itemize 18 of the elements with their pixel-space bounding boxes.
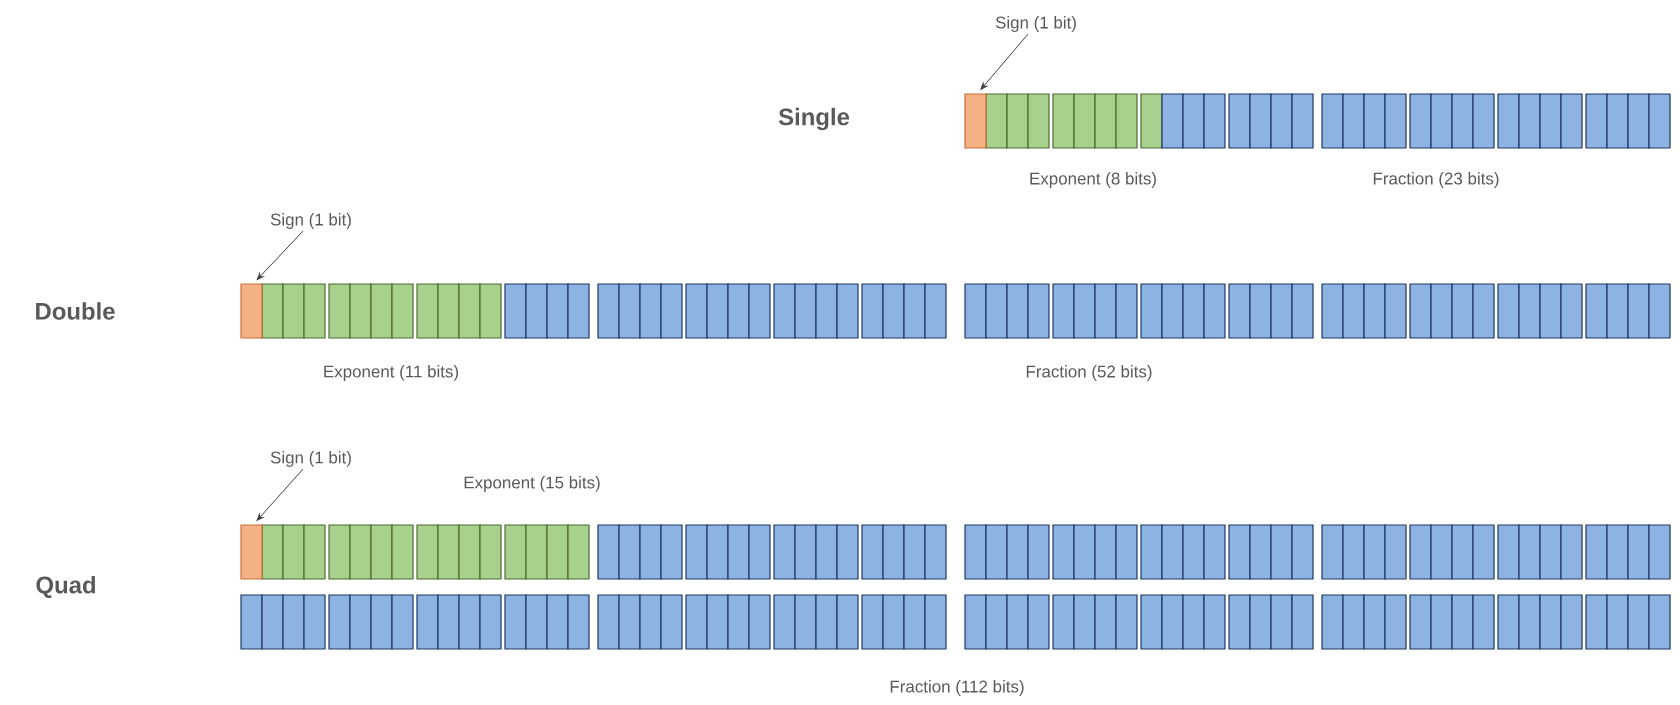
row-title: Quad (36, 576, 95, 598)
sign-label: Sign (1 bit) (270, 451, 351, 467)
row-title: Single (778, 107, 850, 131)
row-title: Double (36, 302, 115, 320)
sign-bit-cell (964, 93, 987, 149)
arrow (256, 230, 304, 280)
arrow (256, 468, 304, 521)
field-label: Exponent (11 bits) (324, 365, 459, 381)
field-label: Fraction (52 bits) (1026, 365, 1152, 381)
field-label: Fraction (23 bits) (1373, 172, 1499, 188)
sign-bit-cell (240, 283, 263, 339)
field-label: Exponent (8 bits) (1030, 172, 1156, 188)
field-label: Exponent (15 bits) (464, 476, 600, 492)
field-label: Fraction (112 bits) (890, 680, 1024, 696)
sign-bit-cell (240, 524, 263, 580)
sign-label: Sign (1 bit) (270, 213, 351, 229)
sign-label: Sign (1 bit) (995, 16, 1076, 32)
arrow (980, 33, 1029, 90)
